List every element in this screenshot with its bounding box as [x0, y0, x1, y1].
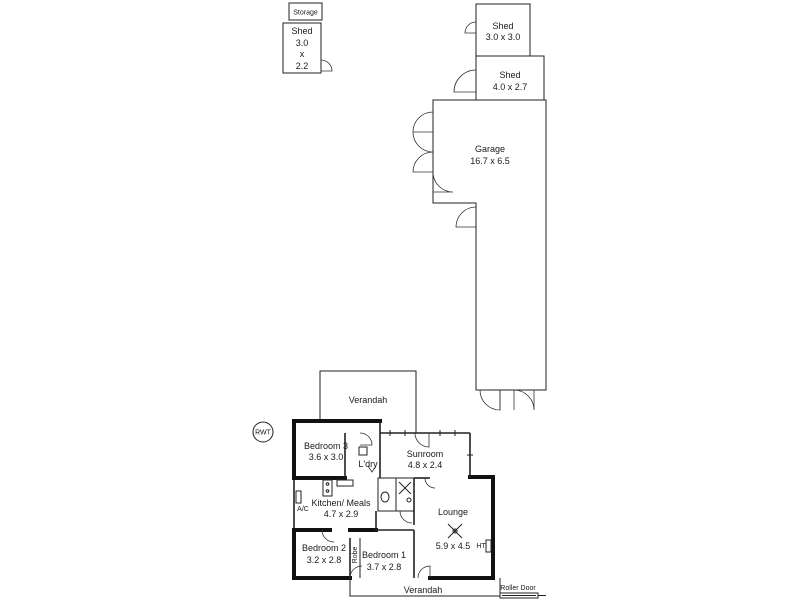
garage-dims: 16.7 x 6.5 — [470, 156, 510, 166]
rainwater-tank: RWT — [252, 421, 274, 443]
small-shed: Shed 3.0 x 2.2 — [282, 22, 333, 74]
verandah-front-label: Verandah — [404, 585, 443, 595]
small-shed-dim-2: 2.2 — [296, 61, 309, 71]
laundry-trough-icon — [358, 446, 368, 456]
roller-door: Roller Door — [499, 585, 546, 599]
shed-mid-label: Shed — [499, 70, 520, 80]
ht-label: HT — [476, 543, 486, 550]
bedroom3-dims: 3.6 x 3.0 — [309, 452, 344, 462]
sunroom-dims: 4.8 x 2.4 — [408, 460, 443, 470]
bedroom1-dims: 3.7 x 2.8 — [367, 562, 402, 572]
garage-label: Garage — [475, 144, 505, 154]
lounge-dims: 5.9 x 4.5 — [436, 541, 471, 551]
sink-icon — [336, 479, 354, 487]
lounge-label: Lounge — [438, 507, 468, 517]
kitchen-label: Kitchen/ Meals — [311, 498, 371, 508]
shed-top: Shed 3.0 x 3.0 — [464, 3, 531, 57]
small-shed-label: Shed — [291, 26, 312, 36]
bedroom2-label: Bedroom 2 — [302, 543, 346, 553]
sunroom-label: Sunroom — [407, 449, 444, 459]
robe-label: Robe — [352, 547, 359, 564]
verandah-front: Verandah — [349, 578, 501, 597]
bedroom3-label: Bedroom 3 — [304, 441, 348, 451]
rwt-label: RWT — [255, 430, 272, 437]
verandah-back-label: Verandah — [349, 395, 388, 405]
storage-label: Storage — [293, 10, 318, 17]
toilet-icon — [380, 491, 390, 503]
verandah-back: Verandah — [319, 370, 417, 433]
house-walls — [292, 419, 495, 580]
shed-mid: Shed 4.0 x 2.7 — [453, 55, 545, 101]
stove-icon — [322, 479, 333, 497]
ac-unit-icon — [295, 490, 302, 504]
small-shed-dim-1: 3.0 — [296, 38, 309, 48]
ac-label: A/C — [297, 506, 309, 513]
shed-top-label: Shed — [492, 21, 513, 31]
small-shed-dim-x: x — [300, 49, 305, 59]
heater-icon — [485, 539, 492, 553]
kitchen-dims: 4.7 x 2.9 — [324, 509, 359, 519]
bedroom2-dims: 3.2 x 2.8 — [307, 555, 342, 565]
roller-door-label: Roller Door — [500, 585, 536, 592]
house-doors — [321, 432, 436, 579]
storage-unit: Storage — [288, 2, 323, 21]
fixtures — [295, 446, 492, 553]
garage: Garage 16.7 x 6.5 — [412, 99, 547, 411]
laundry-label: L'dry — [358, 459, 378, 469]
house-interior-walls — [344, 421, 473, 578]
shed-top-dims: 3.0 x 3.0 — [486, 32, 521, 42]
shed-mid-dims: 4.0 x 2.7 — [493, 82, 528, 92]
bedroom1-label: Bedroom 1 — [362, 550, 406, 560]
